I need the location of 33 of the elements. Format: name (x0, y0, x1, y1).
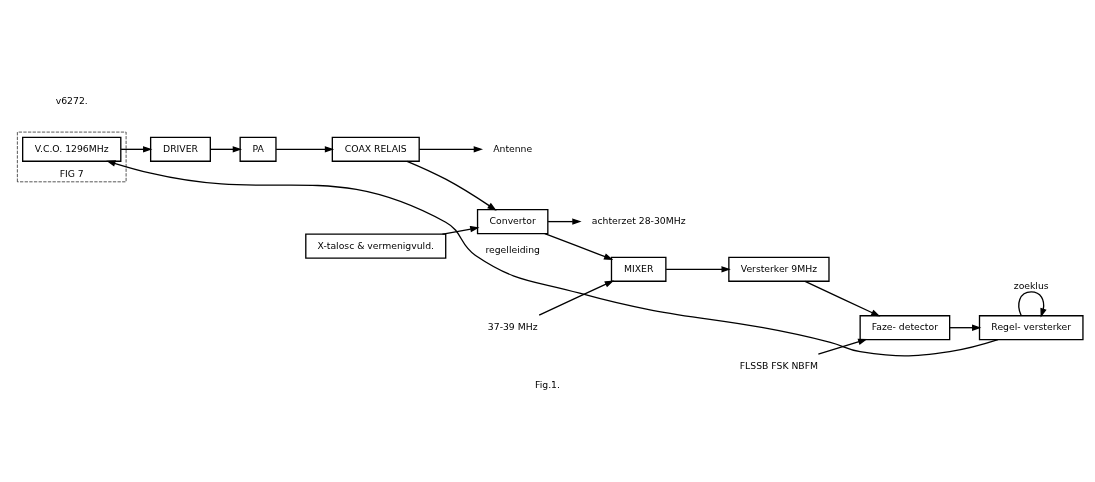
node-box: Convertor (476, 208, 549, 234)
arrow (665, 265, 731, 273)
node-text: FLSSB FSK NBFM (739, 359, 819, 371)
label: v6272. (55, 94, 88, 106)
node-box: Versterker 9MHz (728, 256, 830, 282)
node-box: PA (239, 136, 277, 162)
arrow (817, 338, 868, 355)
node-text: achterzet 28-30MHz (591, 214, 686, 226)
node-text: Antenne (493, 142, 533, 154)
node-box: MIXER (610, 256, 667, 282)
arrow (1018, 290, 1047, 317)
arrow (441, 225, 480, 235)
arrow (538, 279, 615, 316)
node-box: DRIVER (149, 136, 211, 162)
arrow (544, 232, 614, 260)
edge-label: zoeklus (1013, 279, 1049, 291)
arrow (275, 145, 335, 153)
arrow (120, 145, 153, 153)
edge-label: regelleiding (485, 243, 540, 255)
arrow (209, 145, 243, 153)
caption: Fig.1. (535, 378, 560, 390)
arrow (804, 280, 881, 317)
arrow (106, 159, 999, 357)
node-text: 37-39 MHz (487, 319, 538, 331)
arrow (406, 160, 497, 211)
arrow (418, 145, 483, 153)
arrow (547, 217, 582, 225)
node-box: Faze- detector (859, 314, 951, 340)
node-box: V.C.O. 1296MHz (22, 136, 122, 162)
node-box: Regel- versterker (978, 314, 1084, 340)
arrow (949, 323, 982, 331)
node-box: COAX RELAIS (331, 136, 420, 162)
node-box: X-talosc & vermenigvuld. (305, 233, 447, 259)
